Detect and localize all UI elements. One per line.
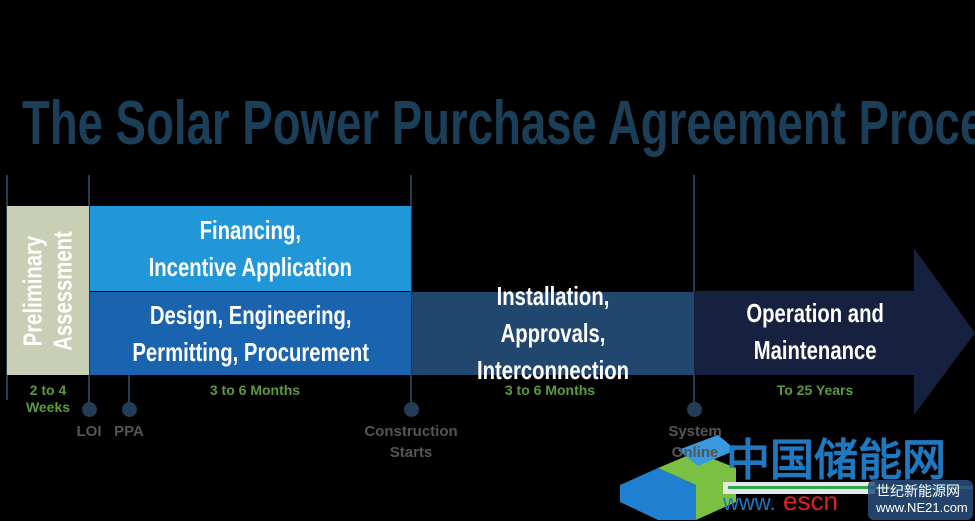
guide-line	[88, 175, 90, 409]
phase-label: Installation, Approvals, Interconnection	[476, 281, 630, 385]
guide-line	[128, 375, 130, 409]
phase-financing: Financing, Incentive Application	[90, 206, 411, 291]
operation-arrow-shape	[694, 248, 975, 415]
duration-installation: 3 to 6 Months	[504, 382, 596, 398]
milestone-dot-ppa	[122, 402, 137, 417]
svg-text:世纪新能源网: 世纪新能源网	[876, 484, 960, 500]
phase-design: Design, Engineering, Permitting, Procure…	[90, 292, 411, 375]
milestone-dot-construction	[404, 402, 419, 417]
milestone-construction-starts: Construction Starts	[364, 423, 458, 461]
svg-text:www.NE21.com: www.NE21.com	[875, 500, 968, 515]
milestone-dot-loi	[82, 402, 97, 417]
phase-label: Financing, Incentive Application	[148, 214, 353, 282]
duration-operation: To 25 Years	[776, 382, 854, 398]
phase-label: Operation and Maintenance	[746, 297, 884, 365]
svg-text:www.: www.	[722, 490, 776, 515]
page-title: The Solar Power Purchase Agreement Proce…	[22, 89, 975, 158]
milestone-loi: LOI	[76, 423, 102, 440]
phase-label: Preliminary Assessment	[18, 230, 79, 351]
phase-label: Design, Engineering, Permitting, Procure…	[132, 299, 369, 367]
phase-preliminary-assessment: Preliminary Assessment	[7, 206, 89, 375]
milestone-ppa: PPA	[114, 423, 144, 440]
milestone-dot-online	[687, 402, 702, 417]
milestone-system-online: System Online	[668, 423, 722, 461]
watermark-logo: 中国储能网 世纪新能源网 www. escn www.NE21.com	[620, 435, 973, 520]
phase-installation: Installation, Approvals, Interconnection	[412, 281, 694, 385]
duration-development: 3 to 6 Months	[209, 382, 301, 398]
phase-operation: Operation and Maintenance	[695, 290, 935, 373]
svg-text:中国储能网: 中国储能网	[726, 435, 946, 486]
duration-preliminary: 2 to 4 Weeks	[25, 382, 71, 415]
svg-text:escn: escn	[783, 486, 838, 516]
guide-line	[410, 175, 412, 409]
